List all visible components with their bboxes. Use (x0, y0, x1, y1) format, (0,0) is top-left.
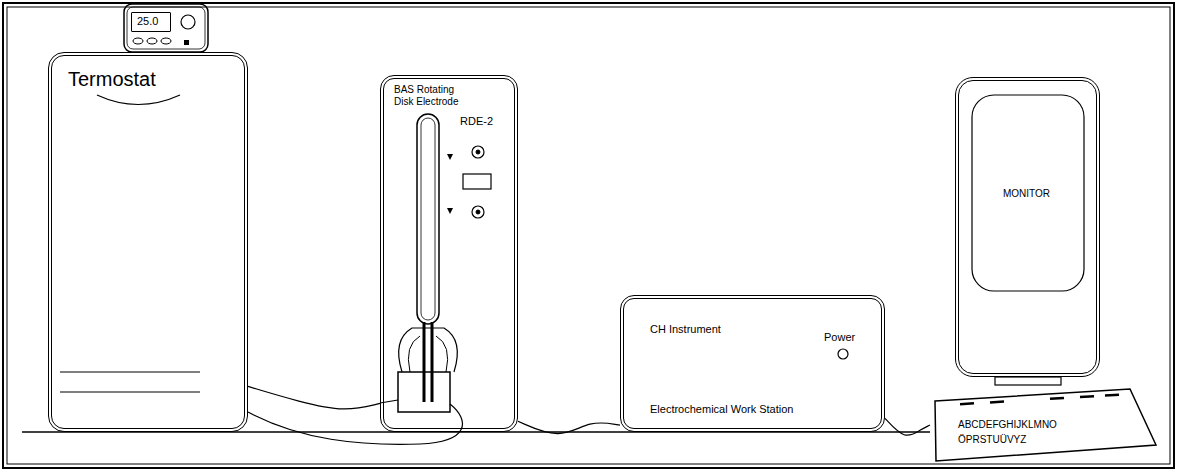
node-label: Electrochemical Work Station (650, 403, 793, 416)
node-label: CH Instrument (650, 323, 721, 336)
power-lamp (838, 349, 848, 359)
cable (518, 421, 620, 433)
cell-holder (408, 336, 447, 372)
controller-led (184, 40, 189, 45)
electrode (423, 322, 426, 402)
electrochemical-cell (398, 372, 450, 412)
electrode (431, 322, 434, 402)
hose (248, 404, 462, 444)
monitor-screen (972, 95, 1084, 291)
indicator-arrow (447, 154, 453, 160)
electrochemical-workstation: CH InstrumentPowerElectrochemical Work S… (620, 295, 885, 432)
node-label: RDE-2 (460, 115, 493, 128)
keyboard-key (1080, 395, 1094, 398)
rotator-shaft (421, 118, 435, 320)
node-label: MONITOR (1003, 188, 1050, 200)
keyboard: ABCDEFGHIJKLMNO ÖPRSTUÜVYZ (930, 385, 1160, 465)
rde-knob (476, 210, 480, 214)
node-label: Termostat (68, 68, 156, 91)
node-label: ABCDEFGHIJKLMNO (958, 419, 1057, 431)
node-label: BAS Rotating Disk Electrode (394, 84, 472, 107)
keyboard-key (960, 402, 974, 405)
rde-knob (472, 146, 484, 158)
node-label: 25.0 (137, 15, 158, 28)
controller-button (161, 38, 171, 44)
cable (885, 418, 930, 435)
thermostat-detail (60, 371, 200, 372)
temperature-display: 25.0 (131, 12, 171, 32)
keyboard-key (1105, 393, 1119, 396)
keyboard-outline (935, 389, 1156, 461)
node-label: Power (824, 331, 855, 344)
rotator-shaft (417, 114, 439, 324)
rotating-disk-electrode-unit: BAS Rotating Disk ElectrodeRDE-2 (380, 75, 518, 432)
thermostat-detail (60, 391, 200, 392)
thermostat-unit: Termostat (48, 52, 248, 432)
frame (3, 3, 1174, 468)
rde-display (463, 174, 491, 189)
monitor-stand (995, 377, 1061, 385)
controller-knob (181, 15, 195, 29)
node-label: ÖPRSTUÜVYZ (958, 434, 1026, 446)
rde-knob (472, 206, 484, 218)
rde-knob (476, 150, 480, 154)
cable (248, 386, 380, 409)
thermostat-detail (97, 95, 180, 105)
controller-button (147, 38, 157, 44)
keyboard-key (1050, 397, 1064, 400)
indicator-arrow (447, 208, 453, 214)
cell-holder (399, 328, 458, 372)
monitor: MONITOR (955, 77, 1100, 377)
controller-button (133, 38, 143, 44)
controller-housing (124, 4, 208, 52)
frame (7, 7, 1170, 464)
keyboard-key (990, 400, 1004, 403)
controller-housing (127, 7, 205, 49)
